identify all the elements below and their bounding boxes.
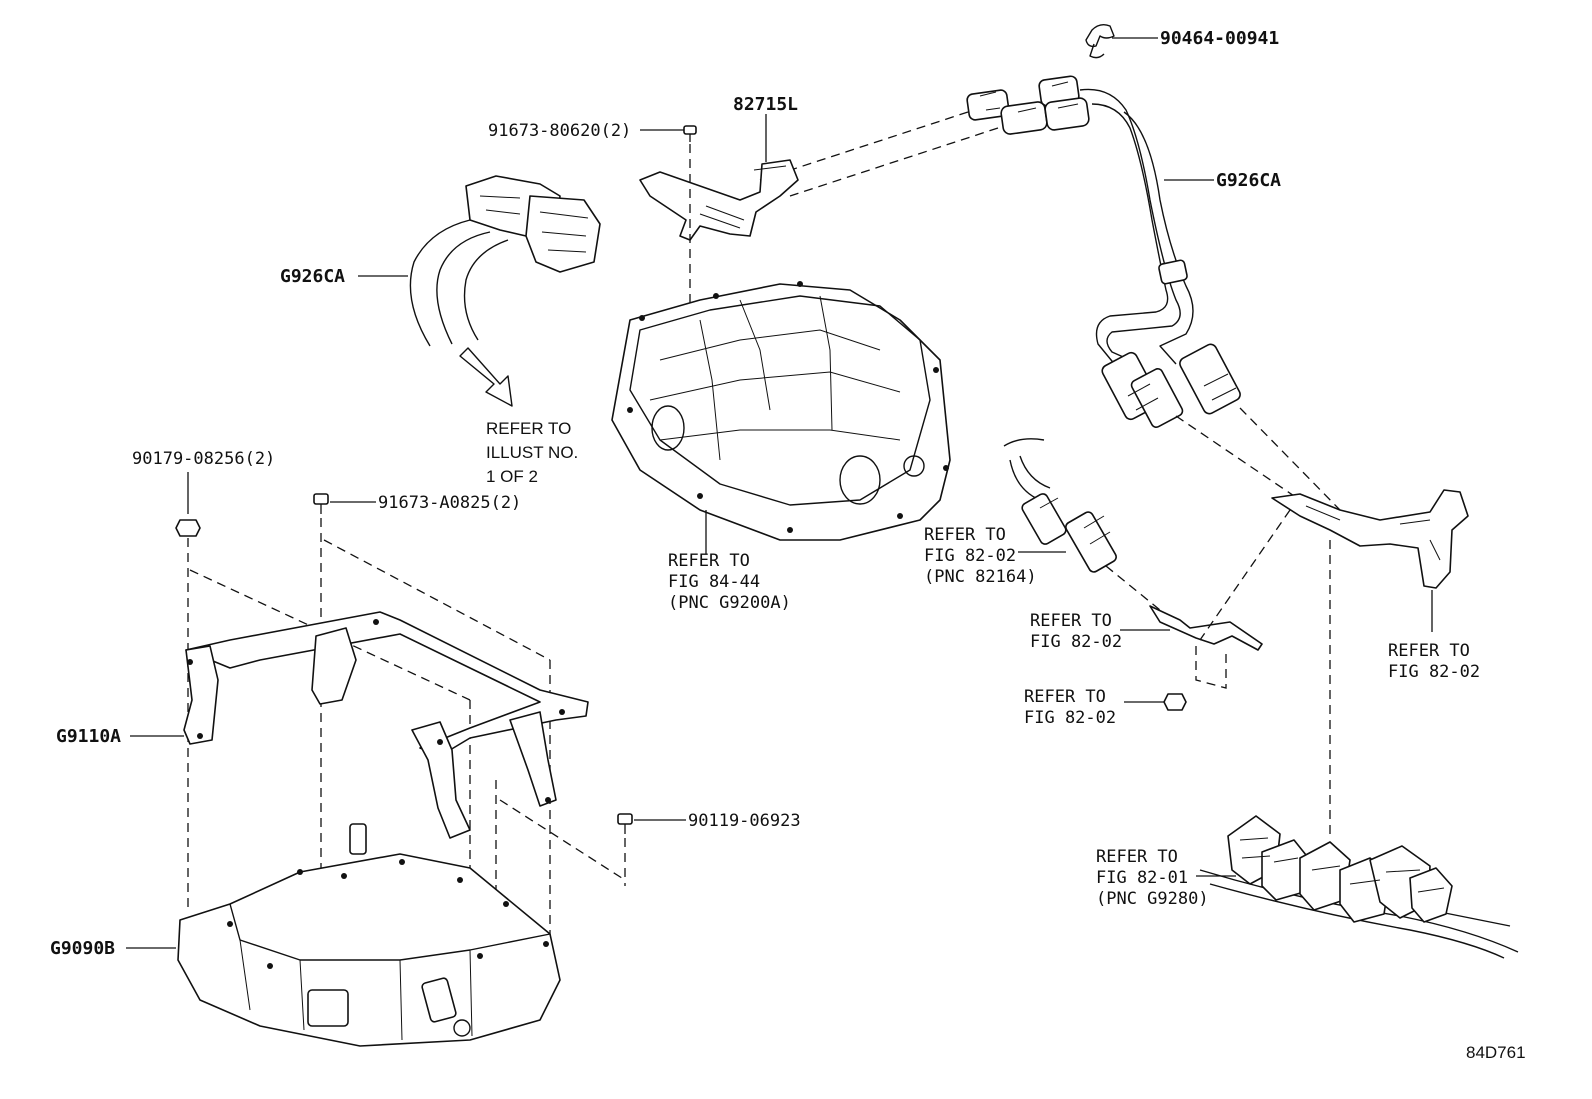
bolt-91673-a0825[interactable] [313,493,329,514]
label-90464-00941[interactable]: 90464-00941 [1160,28,1279,49]
label-fig8201-2[interactable]: FIG 82-01 [1096,868,1188,888]
dash-harness-bracket-2 [1239,407,1341,511]
label-g9110a[interactable]: G9110A [56,726,121,747]
label-g926ca-left[interactable]: G926CA [280,266,345,287]
label-fig8202c-2[interactable]: FIG 82-02 [1024,708,1116,728]
dash-90119-diag [499,799,626,881]
converter-g9090b[interactable] [177,823,561,1047]
label-illust-2[interactable]: ILLUST NO. [486,443,578,462]
wire-harness-g926ca-left[interactable] [409,175,601,347]
label-fig8202d-2[interactable]: FIG 82-02 [1388,662,1480,682]
label-fig8202a-3[interactable]: (PNC 82164) [924,567,1037,587]
bracket-82715l[interactable] [639,159,799,241]
label-fig8202a-2[interactable]: FIG 82-02 [924,546,1016,566]
drawing-code: 84D761 [1466,1043,1526,1062]
label-fig8201-1[interactable]: REFER TO [1096,847,1178,867]
label-91673-80620[interactable]: 91673-80620(2) [488,121,631,141]
label-fig8444-2[interactable]: FIG 84-44 [668,572,760,592]
label-82715l[interactable]: 82715L [733,94,798,115]
dash-bracket-to-small [1199,509,1291,641]
dash-harness-to-82715l-2 [789,127,999,197]
label-90119-06923[interactable]: 90119-06923 [688,811,801,831]
label-g9090b[interactable]: G9090B [50,938,115,959]
dash-sub-to-bracket [1105,565,1161,611]
label-illust-3[interactable]: 1 OF 2 [486,467,538,486]
dash-harness-to-82715l [759,111,969,181]
label-illust-1[interactable]: REFER TO [486,419,571,438]
label-g926ca-right[interactable]: G926CA [1216,170,1281,191]
label-fig8202c-1[interactable]: REFER TO [1024,687,1106,707]
label-90179-08256[interactable]: 90179-08256(2) [132,449,275,469]
bolt-90119-06923[interactable] [617,813,633,834]
dash-diag-2 [323,539,551,661]
label-fig8202b-2[interactable]: FIG 82-02 [1030,632,1122,652]
frame-g9110a[interactable] [183,611,589,839]
label-91673-a0825[interactable]: 91673-A0825(2) [378,493,521,513]
dash-harness-bracket-1 [1175,415,1301,501]
label-fig8202b-1[interactable]: REFER TO [1030,611,1112,631]
inverter-assembly[interactable] [611,281,951,541]
bracket-small-fig8202[interactable] [1149,605,1263,651]
label-fig8202d-1[interactable]: REFER TO [1388,641,1470,661]
bracket-large-fig8202[interactable] [1271,489,1469,589]
wire-sub-harness-82164[interactable] [1003,438,1118,574]
dash-bracket-nut [1195,646,1227,689]
main-harness-g9280[interactable] [1199,815,1519,959]
label-fig8202a-1[interactable]: REFER TO [924,525,1006,545]
clip-90464-00941[interactable] [1085,23,1115,59]
nut-90179-08256[interactable] [175,519,201,537]
nut-fig8202[interactable] [1163,693,1187,711]
bolt-91673-80620[interactable] [683,125,697,142]
wire-harness-g926ca-right[interactable] [966,75,1242,428]
label-fig8201-3[interactable]: (PNC G9280) [1096,889,1209,909]
label-fig8444-3[interactable]: (PNC G9200A) [668,593,791,613]
arrow-to-illust-icon [459,347,513,407]
label-fig8444-1[interactable]: REFER TO [668,551,750,571]
